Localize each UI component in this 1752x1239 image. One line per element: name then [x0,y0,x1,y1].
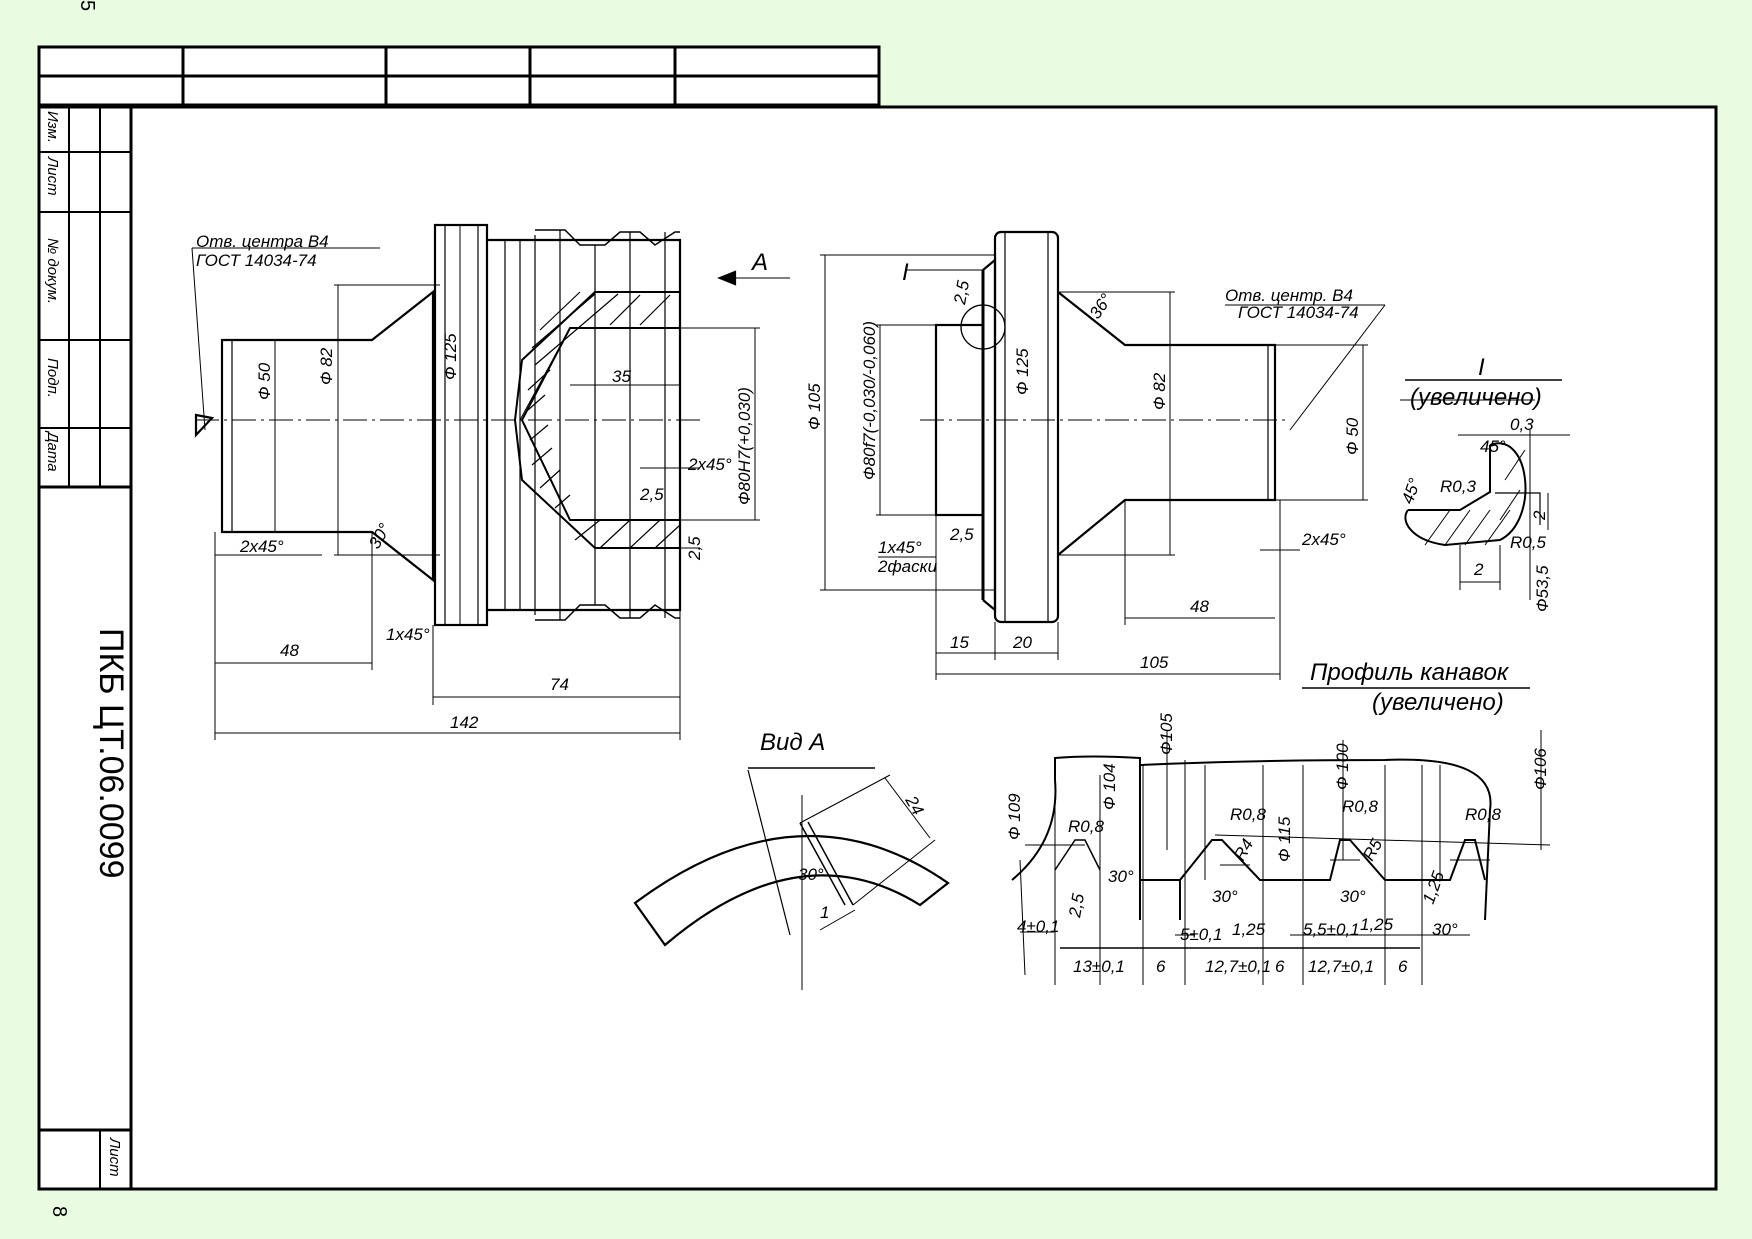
right-dim-d50: Ф 50 [1343,417,1362,455]
groove-dim-r08-b: R0,8 [1230,805,1266,824]
stamp-label-sign: Подп. [44,358,61,398]
left-center-note-2: ГОСТ 14034-74 [196,251,317,270]
left-dim-bore: Ф80Н7(+0,030) [735,387,754,505]
left-dim-d50: Ф 50 [255,362,274,400]
right-dim-2-chamfers: 2фаски [877,557,938,576]
right-view-labels: I Отв. центр. В4 ГОСТ 14034-74 Ф 105 Ф80… [805,259,1362,672]
groove-dim-30-b: 30° [1212,887,1238,906]
right-callout-I: I [902,259,909,286]
groove-dim-d104: Ф 104 [1100,763,1119,810]
right-center-note-2: ГОСТ 14034-74 [1238,303,1359,322]
left-dim-d125: Ф 125 [441,333,460,380]
groove-dim-r08-a: R0,8 [1068,817,1104,836]
groove-dim-r08-d: R0,8 [1465,805,1501,824]
left-part-view [191,223,790,740]
left-dim-chamfer-shaft: 2x45° [239,537,284,556]
left-dim-1x45: 1x45° [386,625,430,644]
page-corner-top: 5 [76,0,98,11]
view-A-drawing [633,767,950,990]
groove-dim-6-c: 6 [1398,957,1408,976]
left-dim-74: 74 [550,675,569,694]
right-dim-1x45: 1x45° [878,538,922,557]
stamp-label-izm: Изм. [44,111,61,143]
groove-dim-2-5: 2,5 [1065,892,1088,920]
groove-dim-5-5: 5,5±0,1 [1303,920,1360,939]
page-corner-bottom: 8 [48,1206,70,1217]
right-dim-2x45: 2x45° [1301,530,1346,549]
right-dim-20: 20 [1012,633,1032,652]
detail-I-dim-45a: 45° [1480,437,1506,456]
groove-dim-12-7-b: 12,7±0,1 [1308,957,1374,976]
groove-dim-rough-b: 1,25 [1360,915,1394,934]
right-dim-15: 15 [950,633,969,652]
groove-profile-subtitle: (увеличено) [1372,689,1504,716]
groove-dim-d105: Ф105 [1157,713,1176,755]
left-dim-roughness: 2,5 [685,536,704,561]
left-dim-48: 48 [280,641,299,660]
groove-dim-4: 4±0,1 [1017,917,1059,936]
right-dim-d125: Ф 125 [1013,348,1032,395]
right-part-view [820,230,1386,680]
groove-dim-30-c: 30° [1340,887,1366,906]
right-dim-roughness-top: 2,5 [950,279,973,307]
detail-I-title: I [1478,354,1485,381]
detail-I-subtitle: (увеличено) [1410,384,1542,411]
right-dim-d105: Ф 105 [805,383,824,430]
detail-I-dim-2-horiz: 2 [1473,560,1484,579]
right-dim-48: 48 [1190,597,1209,616]
stamp-labels: Изм. Лист № докум. Подп. Дата ПКБ ЦТ.06.… [44,111,130,1177]
right-dim-d82: Ф 82 [1150,372,1169,410]
groove-dim-d109: Ф 109 [1005,793,1024,840]
left-dim-d82: Ф 82 [317,347,336,385]
right-center-note-1: Отв. центр. В4 [1225,286,1353,305]
right-dim-shaft-fit: Ф80f7(-0,030/-0,060) [860,321,879,480]
groove-dim-6-b: 6 [1275,957,1285,976]
view-A-labels: Вид А 24 30° 1 [760,729,927,922]
groove-dim-5: 5±0,1 [1180,925,1222,944]
right-dim-roughness-bot: 2,5 [949,525,974,544]
right-dim-105: 105 [1140,653,1169,672]
groove-dim-d106: Ф106 [1531,748,1550,790]
groove-dim-6-a: 6 [1156,957,1166,976]
left-dim-142: 142 [450,713,479,732]
drawing-code: ПКБ ЦТ.06.0099 [92,628,130,879]
groove-dim-r08-c: R0,8 [1342,797,1378,816]
groove-profile-drawing [1011,687,1551,985]
view-A-dim-1: 1 [820,903,829,922]
groove-profile-title: Профиль канавок [1310,659,1510,686]
left-center-note-1: Отв. центра В4 [196,232,329,251]
detail-I-dim-d53-5: Ф53,5 [1533,565,1552,612]
groove-dim-13: 13±0,1 [1073,957,1125,976]
detail-I-dim-r03: R0,3 [1440,477,1476,496]
left-dim-35: 35 [612,367,631,386]
view-A-dim-30deg: 30° [798,865,824,884]
groove-dim-30-d: 30° [1432,920,1458,939]
left-dim-2-5: 2,5 [639,485,664,504]
detail-I-dim-0-3: 0,3 [1510,415,1534,434]
groove-dim-d115: Ф 115 [1275,816,1294,862]
groove-dim-d100: Ф 100 [1333,743,1352,790]
detail-I-view [1400,379,1570,600]
stamp-label-date: Дата [44,430,61,472]
stamp-label-doc: № докум. [44,238,61,304]
groove-dim-rough-a: 1,25 [1232,920,1266,939]
groove-dim-30-a: 30° [1108,867,1134,886]
sheet-label: Лист [106,1137,123,1177]
stamp-label-list: Лист [44,156,61,196]
detail-I-dim-r05: R0,5 [1510,533,1546,552]
left-arrow-label: А [750,249,768,276]
view-A-title: Вид А [760,729,825,756]
detail-I-labels: I (увеличено) 0,3 45° 45° R0,3 2 R0,5 2 … [1398,354,1552,612]
left-view-labels: Отв. центра В4 ГОСТ 14034-74 А Ф 50 Ф 82… [196,232,768,732]
left-dim-chamfer-inner: 2x45° [687,455,732,474]
groove-dim-12-7-a: 12,7±0,1 [1205,957,1271,976]
detail-I-dim-2-vert: 2 [1530,510,1549,521]
drawing-frame [37,45,1718,1191]
